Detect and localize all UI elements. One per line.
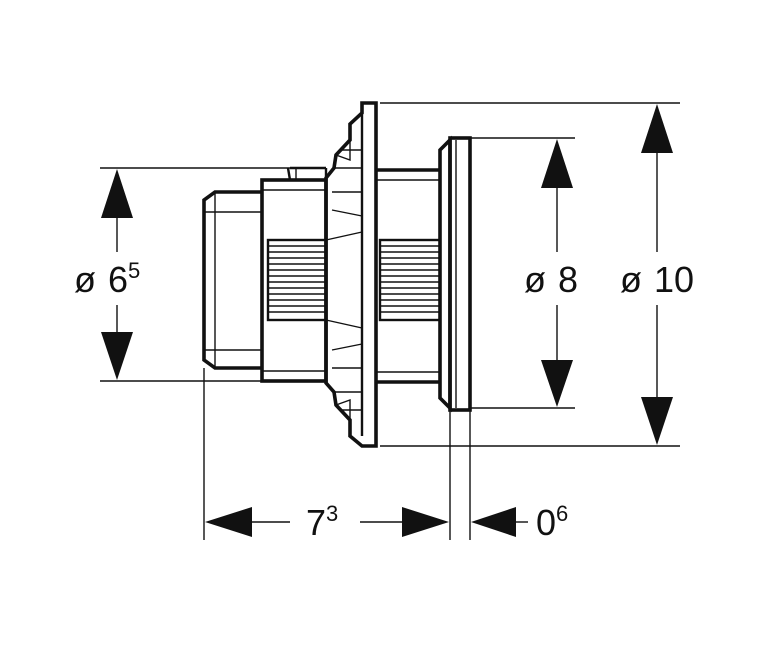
thread-lines-left: [268, 245, 326, 313]
thread-lines-right: [380, 245, 440, 313]
dimension-length: 73: [205, 501, 449, 543]
arrow-left-icon: [205, 507, 252, 537]
arrow-down-icon: [641, 397, 673, 445]
arrow-up-icon: [641, 104, 673, 153]
push-button: [202, 190, 262, 370]
dimension-thickness-label: 06: [536, 501, 568, 543]
thread-section: [266, 238, 442, 322]
arrow-down-icon: [541, 360, 573, 407]
dimension-length-label: 73: [306, 501, 338, 543]
flange-plate: [438, 135, 472, 413]
button-assembly: [202, 101, 472, 448]
arrow-left-icon: [471, 507, 516, 537]
arrow-right-icon: [402, 507, 449, 537]
arrow-down-icon: [101, 332, 133, 380]
extension-lines: [100, 102, 680, 540]
arrow-up-icon: [101, 169, 133, 218]
ribbed-nut: [324, 101, 378, 448]
housing: [260, 166, 328, 383]
dimension-thickness: 06: [471, 501, 568, 543]
arrow-up-icon: [541, 139, 573, 188]
body: [376, 168, 440, 384]
